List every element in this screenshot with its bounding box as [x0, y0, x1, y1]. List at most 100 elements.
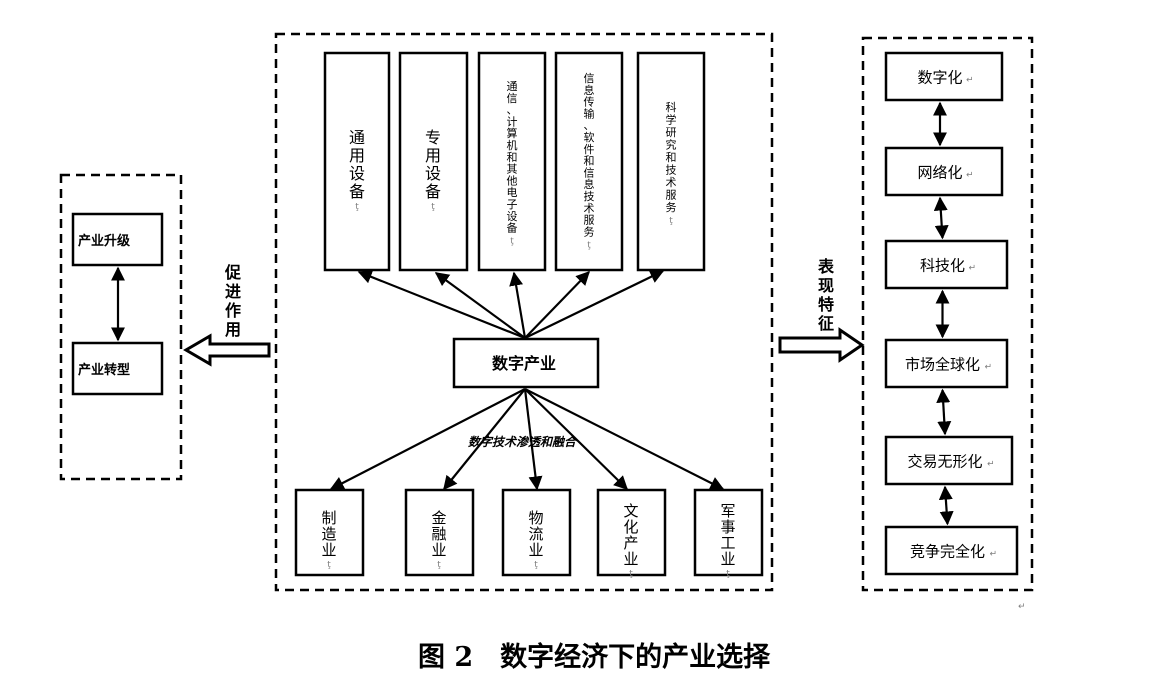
bottom-sector-label-3-char: 业	[623, 550, 638, 568]
top-sector-label-4-char: 服	[666, 189, 677, 202]
top-sector-label-4-char: 学	[666, 113, 677, 127]
feature-label: 数字化	[917, 69, 962, 87]
hub-to-top-arrows	[357, 270, 665, 340]
hub-to-bottom-arrows	[329, 388, 725, 491]
paragraph-mark: ↵	[1018, 602, 1026, 612]
bottom-sector-manufacturing	[294, 488, 365, 577]
feature-node-5: 竞争完全化↵	[884, 525, 1019, 576]
top-sector-label-3-char: 技	[584, 190, 595, 203]
industry-upgrade-node: 产业升级	[71, 212, 164, 267]
top-sector-label-3-char: 术	[584, 202, 595, 215]
bottom-sector-label-3-char: 文	[623, 502, 638, 520]
vertical-mark: ţ	[534, 560, 538, 570]
hollow-left-arrow-icon	[183, 333, 271, 367]
bottom-sector-label-3-char: 产	[623, 534, 638, 552]
industry-upgrade-label: 产业升级	[78, 233, 131, 249]
arrow-to-scientific-research	[524, 270, 665, 339]
paragraph-mark: ↵	[985, 363, 993, 373]
top-sector-labels: 通用设备ţ专用设备ţ通信、计算机和其他电子设备ţ信息传输、软件和信息技术服务ţ科…	[349, 72, 677, 250]
bottom-sector-label-2-char: 流	[528, 525, 543, 543]
svg-text:现: 现	[818, 276, 834, 295]
top-sector-label-3-char: 、	[584, 119, 595, 132]
arrow-to-manufacturing	[329, 388, 526, 490]
feature-node-4: 交易无形化↵	[884, 435, 1014, 486]
top-sector-label-2-char: 信	[507, 92, 518, 105]
top-sector-label-2-char: 设	[507, 210, 518, 223]
top-sector-label-3-char: 信	[584, 166, 595, 179]
hollow-right-arrow-icon	[778, 327, 865, 363]
top-sector-label-3-char: 传	[584, 96, 595, 109]
top-sector-label-2-char: 电	[507, 186, 518, 199]
feature-double-arrow	[938, 485, 954, 526]
svg-text:进: 进	[225, 282, 241, 301]
penetration-label: 数字技术渗透和融合	[468, 435, 578, 449]
bottom-sector-label-2-char: 业	[528, 541, 543, 559]
industry-transform-label: 产业转型	[78, 362, 130, 378]
top-sector-label-2-char: 和	[507, 151, 518, 164]
svg-text:特: 特	[818, 295, 834, 314]
top-sector-label-1-char: 用	[425, 146, 441, 165]
center-group-border	[274, 32, 774, 592]
top-sector-label-3-char: 务	[584, 225, 595, 238]
top-sector-label-4-char: 技	[666, 164, 677, 177]
top-sector-label-4-char: 务	[666, 201, 677, 214]
top-sector-label-2-char: 他	[507, 174, 518, 187]
bottom-sector-label-1-char: 金	[431, 509, 446, 527]
bottom-sector-culture	[596, 488, 667, 577]
feature-double-arrow	[933, 196, 949, 240]
feature-double-arrow	[936, 388, 952, 436]
bottom-sector-label-4-char: 业	[720, 550, 735, 568]
feature-node-1: 网络化 ↵	[884, 146, 1004, 197]
feature-node-2: 科技化↵	[884, 239, 1009, 290]
vertical-mark: ţ	[437, 560, 441, 570]
paragraph-mark: ↵	[966, 171, 974, 181]
paragraph-mark: ↵	[966, 76, 974, 86]
feature-label: 交易无形化	[907, 453, 982, 471]
feature-node-0: 数字化 ↵	[884, 51, 1004, 102]
bottom-sector-label-4-char: 工	[720, 534, 735, 552]
top-sector-label-3-char: 件	[584, 143, 595, 156]
top-sector-scientific-research	[636, 51, 706, 272]
svg-text:征: 征	[818, 314, 834, 333]
bottom-sector-label-1-char: 业	[431, 541, 446, 559]
top-sector-label-2-char: 备	[507, 221, 518, 235]
top-sector-label-2-char: 其	[507, 163, 518, 176]
arrow-to-military-industry	[524, 388, 725, 490]
top-sector-label-4-char: 和	[666, 151, 677, 164]
digital-industry-hub: 数字产业	[452, 337, 600, 389]
figure-caption: 图 2 数字经济下的产业选择	[418, 641, 771, 673]
feature-label: 科技化	[920, 257, 965, 275]
top-sector-general-equipment	[323, 51, 391, 272]
arrow-to-information-software	[524, 270, 590, 339]
feature-label: 竞争完全化	[910, 543, 985, 561]
top-sector-label-3-char: 软	[584, 130, 595, 144]
top-sector-label-2-char: 算	[507, 126, 518, 140]
arrow-to-logistics	[523, 388, 543, 491]
bottom-sector-label-0-char: 制	[321, 509, 336, 527]
top-sector-label-1-char: 设	[425, 164, 441, 183]
vertical-mark: ţ	[355, 202, 359, 212]
vertical-mark: ţ	[327, 560, 331, 570]
feature-label: 网络化	[917, 164, 962, 182]
top-sector-label-2-char: 、	[507, 104, 518, 117]
arrow-to-finance	[443, 388, 526, 491]
top-sector-label-4-char: 科	[666, 100, 677, 114]
top-sector-label-1-char: 专	[425, 128, 441, 147]
top-sector-label-0-char: 备	[349, 182, 365, 201]
top-sector-information-software	[554, 51, 624, 272]
vertical-mark: ţ	[669, 216, 673, 226]
svg-text:作: 作	[225, 301, 241, 320]
vertical-mark: ţ	[431, 202, 435, 212]
vertical-mark: ţ	[510, 237, 514, 247]
top-sector-label-3-char: 息	[584, 83, 595, 97]
top-sector-special-equipment	[398, 51, 469, 272]
right-group-border	[861, 36, 1034, 592]
bottom-sector-logistics	[501, 488, 572, 577]
